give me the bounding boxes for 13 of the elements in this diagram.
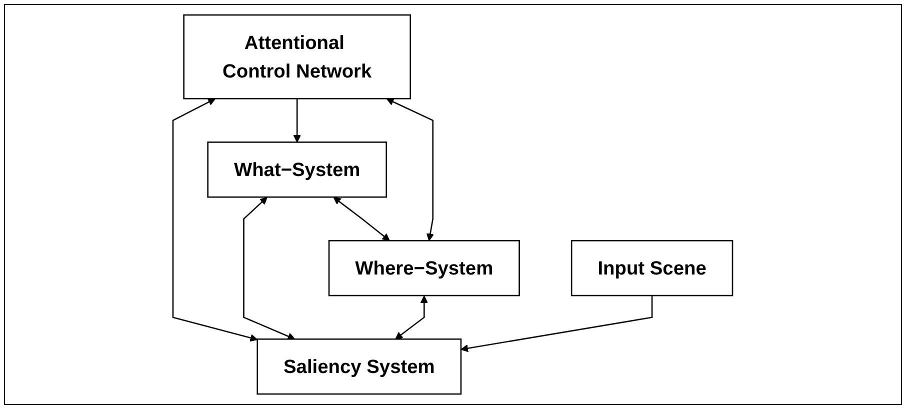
node-box xyxy=(328,240,520,296)
node-box xyxy=(207,142,388,198)
arrow xyxy=(243,196,296,340)
node-box xyxy=(256,338,462,395)
node-box xyxy=(183,14,412,100)
node-box xyxy=(571,240,734,296)
arrow xyxy=(395,296,428,340)
arrow xyxy=(460,296,653,352)
arrow xyxy=(386,98,434,241)
arrow xyxy=(172,98,258,342)
diagram-frame: What−System Where−System Attentional Control Network Saliency System Input Scene xyxy=(4,4,902,405)
arrow xyxy=(294,98,302,143)
arrow xyxy=(334,196,390,241)
